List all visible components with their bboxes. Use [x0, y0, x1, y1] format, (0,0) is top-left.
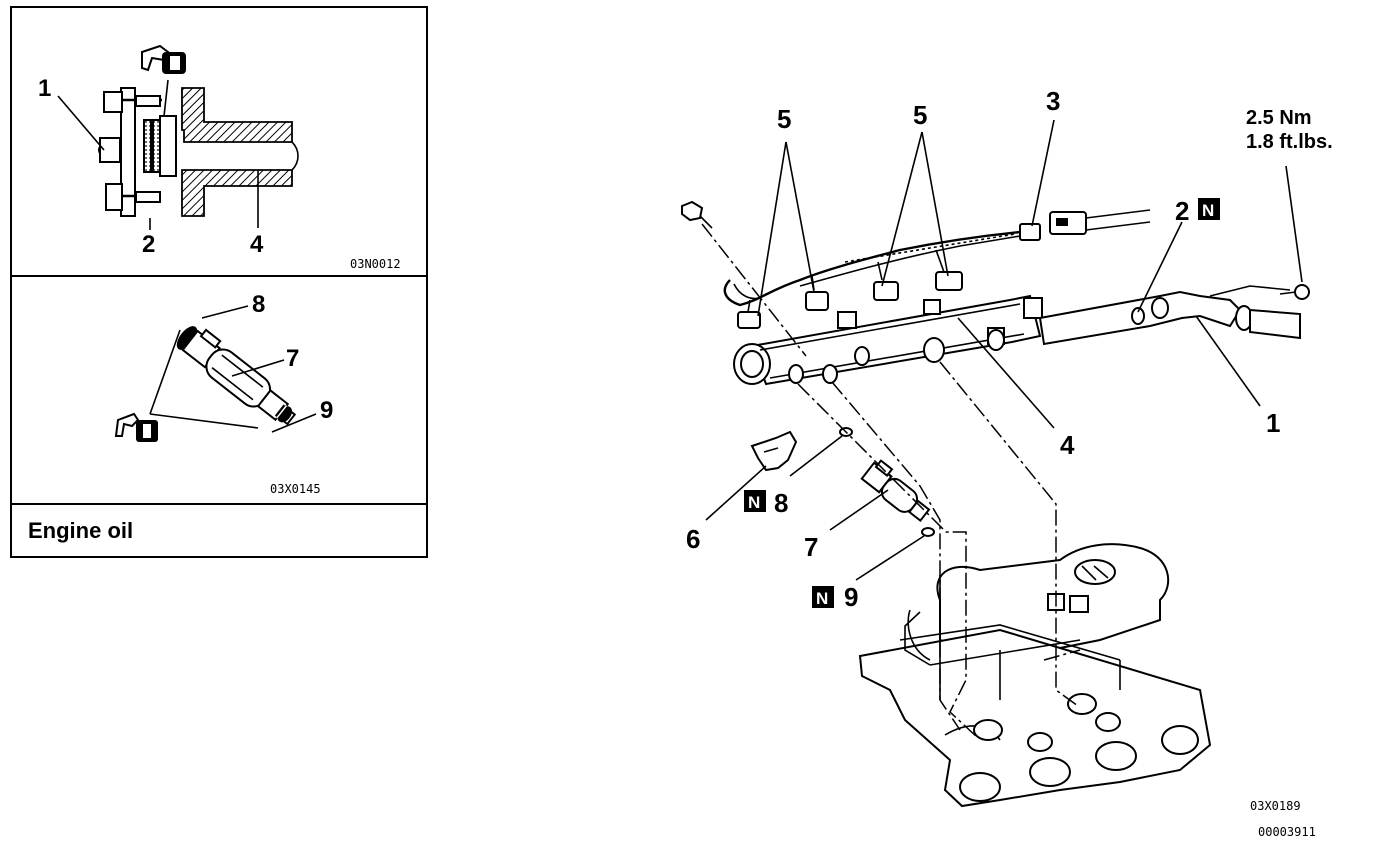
wiring-harness-illustration: [681, 200, 1151, 329]
inset-top-figure-code: 03N0012: [350, 257, 401, 271]
new-part-marker-2: [1198, 198, 1220, 220]
main-figure-code: 03X0189: [1250, 799, 1301, 813]
new-part-marker-9: [812, 586, 834, 608]
inset-middle-callout-9: 9: [320, 397, 333, 424]
main-injector-illustration: [750, 427, 935, 537]
callout-4: 4: [1060, 430, 1075, 460]
new-part-marker-8: [744, 490, 766, 512]
inset-middle-callout-8: 8: [252, 291, 265, 318]
callout-8: 8: [774, 488, 788, 518]
document-number: 00003911: [1258, 825, 1316, 839]
inset-rail-section-illustration: [98, 44, 299, 217]
intake-manifold-illustration: [858, 543, 1212, 808]
torque-spec-imperial: 1.8 ft.lbs.: [1246, 131, 1333, 153]
new-part-marker-8-letter: N: [748, 493, 760, 512]
inset-note-engine-oil: Engine oil: [28, 518, 133, 543]
inset-top-callout-1: 1: [38, 75, 51, 102]
inset-top-leaders: [57, 79, 259, 230]
callout-6: 6: [686, 524, 700, 554]
main-leader-lines: [705, 119, 1303, 581]
new-part-marker-9-letter: N: [816, 589, 828, 608]
inset-middle-leaders: [149, 305, 317, 433]
inset-injector-illustration: [114, 326, 297, 442]
callout-5-left: 5: [777, 104, 791, 134]
inset-panel: [10, 6, 428, 558]
callout-2: 2: [1175, 196, 1189, 226]
new-part-marker-2-letter: N: [1202, 201, 1214, 220]
inset-middle-callout-7: 7: [286, 345, 299, 372]
assembly-centerlines: [701, 223, 1081, 739]
callout-3: 3: [1046, 86, 1060, 116]
callout-5-right: 5: [913, 100, 927, 130]
inset-middle-figure-code: 03X0145: [270, 482, 321, 496]
callout-7: 7: [804, 532, 818, 562]
inset-top-callout-2: 2: [142, 231, 155, 258]
torque-spec-metric: 2.5 Nm: [1246, 107, 1312, 129]
fuel-rail-illustration: [733, 284, 1310, 386]
callout-9: 9: [844, 582, 858, 612]
callout-1: 1: [1266, 408, 1280, 438]
inset-top-callout-4: 4: [250, 231, 264, 258]
